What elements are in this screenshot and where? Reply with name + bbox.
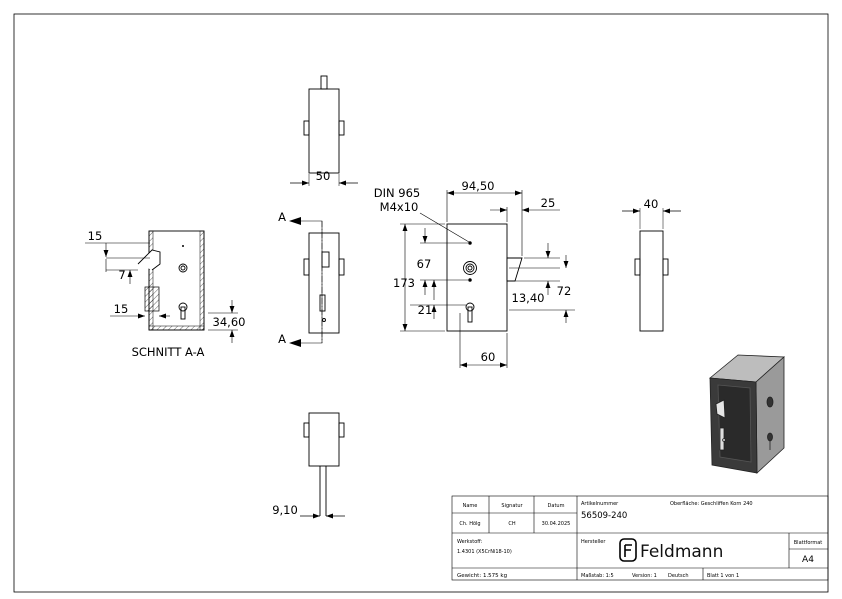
tb-header-signatur: Signatur — [501, 503, 523, 509]
dim-60: 60 — [481, 350, 496, 364]
front-dims — [400, 190, 575, 368]
section-label-top: A — [278, 210, 286, 224]
dim-top-width: 50 — [316, 169, 331, 183]
tb-hersteller: Hersteller — [581, 539, 606, 545]
dim-25: 25 — [541, 196, 556, 210]
feldmann-logo: Feldmann — [619, 538, 723, 562]
tb-blatt: Blatt 1 von 1 — [707, 573, 739, 579]
section-label-bottom: A — [278, 332, 286, 346]
tb-value-name: Ch. Hölg — [459, 521, 480, 527]
front-view — [446, 223, 523, 332]
tb-blattformat-value: A4 — [802, 555, 814, 565]
isometric-view — [708, 354, 786, 474]
dim-21: 21 — [418, 303, 433, 317]
dim-section-15-top: 15 — [88, 229, 103, 243]
tb-werkstoff-label: Werkstoff: — [457, 539, 483, 545]
tb-blattformat-label: Blattformat — [794, 540, 823, 546]
side-view — [300, 220, 345, 344]
logo-text: Feldmann — [640, 542, 723, 562]
dim-right-width: 40 — [644, 197, 659, 211]
section-title: SCHNITT A-A — [132, 345, 205, 359]
din-label-1: DIN 965 — [374, 186, 420, 200]
right-view — [622, 208, 681, 332]
dim-section-15-bottom: 15 — [114, 302, 129, 316]
section-arrow-top — [289, 217, 301, 225]
top-view — [290, 75, 358, 186]
tb-header-datum: Datum — [548, 503, 565, 509]
dim-bottom-pin: 9,10 — [272, 503, 298, 517]
section-arrow-bottom — [289, 339, 301, 347]
drawing-frame — [13, 13, 829, 593]
tb-massstab: Maßstab: 1:5 — [581, 573, 614, 579]
section-dims — [85, 242, 238, 343]
dim-section-7: 7 — [118, 268, 125, 282]
section-a-a — [137, 230, 205, 331]
dim-13-40: 13,40 — [512, 291, 545, 305]
tb-value-datum: 30.04.2025 — [542, 521, 571, 527]
tb-artikel-label: Artikelnummer — [581, 501, 619, 507]
tb-version: Version: 1 — [632, 573, 657, 579]
dim-67: 67 — [417, 257, 432, 271]
dim-173: 173 — [393, 276, 415, 290]
tb-value-signatur: CH — [508, 521, 515, 527]
tb-artikel-value: 56509-240 — [581, 511, 627, 521]
dim-94-50: 94,50 — [462, 179, 495, 193]
dim-72: 72 — [557, 284, 572, 298]
tb-werkstoff-value: 1.4301 (X5CrNi18-10) — [457, 549, 512, 555]
tb-header-name: Name — [463, 503, 478, 509]
dim-section-34-60: 34,60 — [213, 315, 246, 329]
bottom-view — [300, 412, 345, 519]
din-label-2: M4x10 — [380, 200, 419, 214]
tb-oberflaeche: Oberfläche: Geschliffen Korn 240 — [670, 501, 753, 507]
tb-sprache: Deutsch — [668, 573, 689, 579]
tb-gewicht: Gewicht: 1.575 kg — [457, 573, 507, 579]
title-block — [451, 495, 829, 581]
